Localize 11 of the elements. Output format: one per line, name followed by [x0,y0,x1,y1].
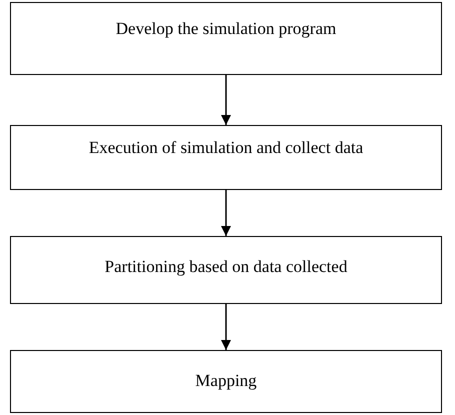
process-box [10,2,442,75]
arrow [221,75,231,125]
process-box [10,350,442,413]
process-box [10,236,442,304]
step-label: Partitioning based on data collected [104,257,348,277]
process-box [10,125,442,190]
step-label: Mapping [194,371,258,391]
arrow [221,304,231,350]
step-label: Execution of simulation and collect data [88,138,364,158]
step-label: Develop the simulation program [114,19,338,39]
arrow [221,190,231,236]
